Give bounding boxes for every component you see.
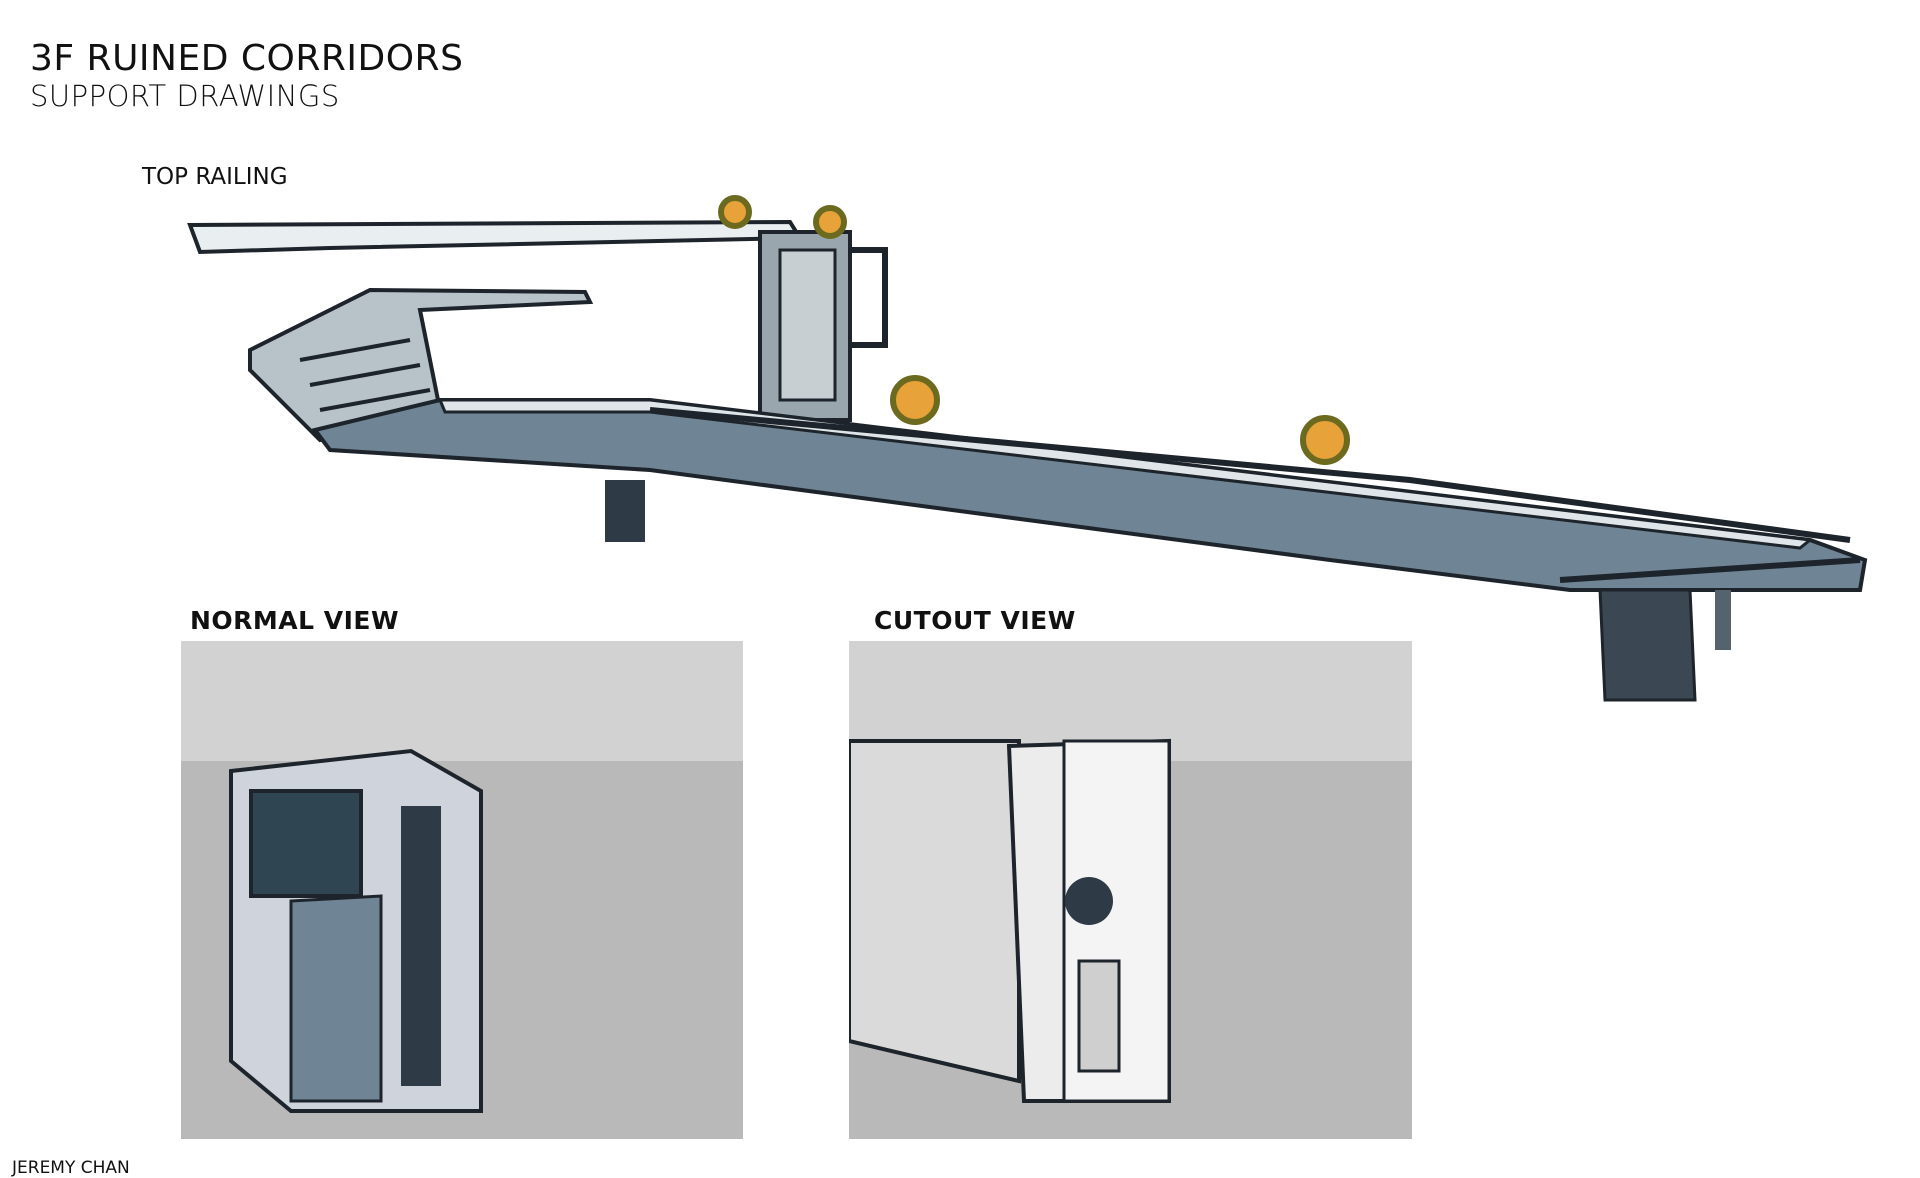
- section-label-normal-view: NORMAL VIEW: [190, 606, 400, 635]
- section-label-cutout-view: CUTOUT VIEW: [874, 606, 1076, 635]
- section-label-top-railing: TOP RAILING: [142, 164, 288, 190]
- cutout-view-drawing: [849, 641, 1412, 1103]
- top-railing-drawing: [187, 195, 1868, 702]
- normal-view-image: [181, 641, 743, 1139]
- page-title: 3F RUINED CORRIDORS: [30, 38, 464, 79]
- normal-view-drawing: [181, 641, 743, 1113]
- page-subtitle: SUPPORT DRAWINGS: [30, 79, 340, 113]
- artist-credit: JEREMY CHAN: [12, 1158, 130, 1178]
- cutout-view-image: [849, 641, 1412, 1139]
